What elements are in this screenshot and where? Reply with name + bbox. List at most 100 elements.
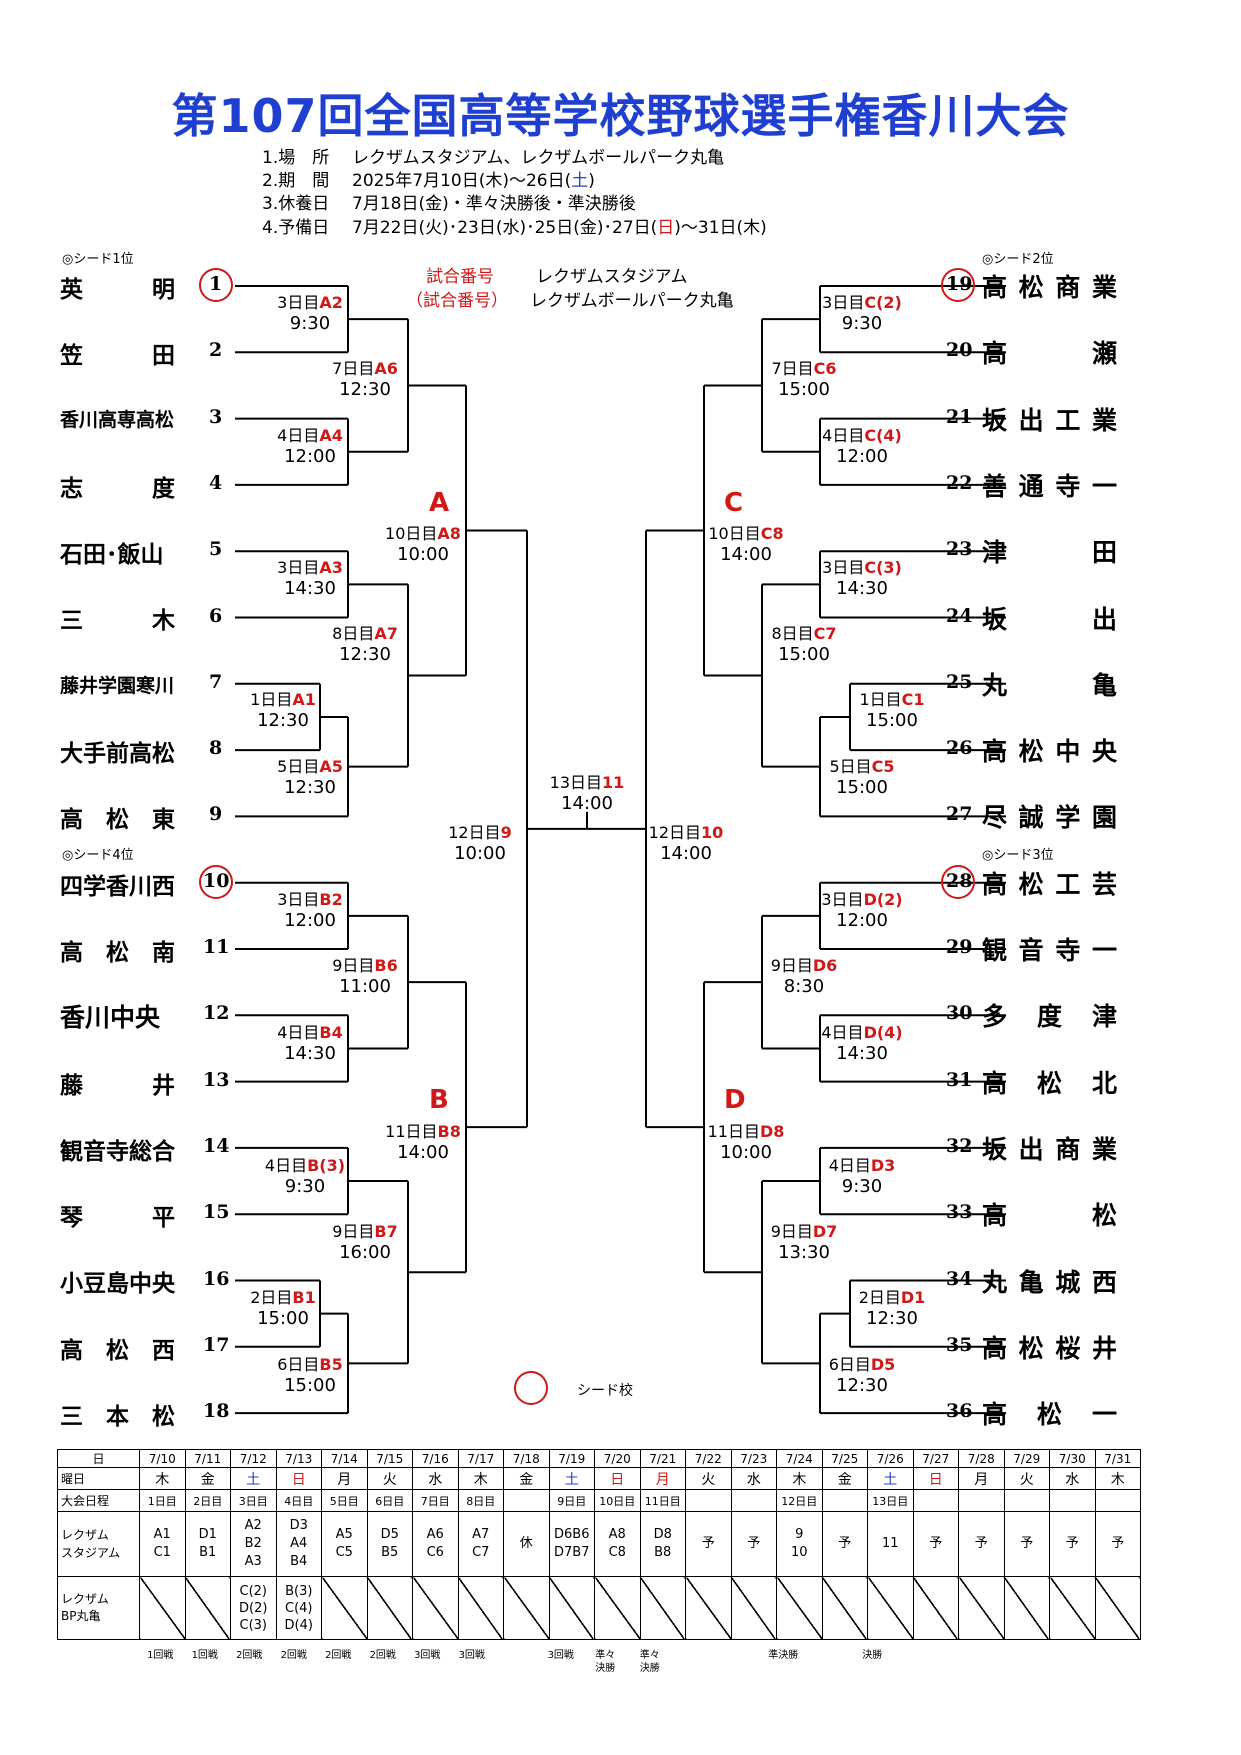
schedule-cell: 7/17 <box>457 1449 504 1468</box>
match-code: D7 <box>812 1222 838 1241</box>
schedule-cell: 7/21 <box>639 1449 686 1468</box>
schedule-cell: 土 <box>230 1467 277 1490</box>
match-code: 10 <box>701 823 724 842</box>
match-code: A4 <box>319 426 343 445</box>
team-name: 笠 田 <box>60 342 175 370</box>
team-name: 観音寺一 <box>982 936 1117 965</box>
match-time: 12:00 <box>836 446 888 467</box>
team-name: 英 明 <box>60 275 175 303</box>
match-day: 4日目 <box>277 1023 320 1042</box>
round-label: 2回戦 <box>369 1650 396 1661</box>
match-code: B4 <box>319 1023 343 1042</box>
match-time: 14:00 <box>660 843 712 864</box>
match-time: 9:30 <box>841 1176 883 1197</box>
schedule-cell: 予 <box>1003 1511 1050 1577</box>
schedule-cell <box>457 1576 504 1640</box>
schedule-cell: 予 <box>730 1511 777 1577</box>
match-day: 2日目 <box>250 1288 293 1307</box>
schedule-cell <box>184 1576 231 1640</box>
schedule-cell: 11 <box>867 1511 914 1577</box>
schedule-cell: 7/30 <box>1049 1449 1096 1468</box>
round-label: 準決勝 <box>768 1650 799 1661</box>
match-code: D5 <box>870 1355 896 1374</box>
schedule-cell: 1日目 <box>139 1489 186 1512</box>
team-number: 9 <box>209 803 223 826</box>
match-day: 4日目 <box>828 1156 871 1175</box>
schedule-cell <box>366 1576 413 1640</box>
team-name: 四学香川西 <box>60 872 175 900</box>
team-number: 15 <box>203 1201 230 1224</box>
schedule-cell <box>1049 1489 1096 1512</box>
team-number: 29 <box>946 936 973 958</box>
team-number: 36 <box>946 1400 973 1423</box>
match-code: C1 <box>901 690 925 709</box>
schedule-cell: 予 <box>685 1511 732 1577</box>
round-label: 準々決勝 <box>639 1650 660 1674</box>
match-day: 11日目 <box>385 1122 438 1141</box>
match-day: 8日目 <box>771 624 814 643</box>
match-code: B5 <box>319 1355 343 1374</box>
match-code: B(3) <box>307 1156 346 1175</box>
seed-circle <box>941 864 975 899</box>
match-code: 9 <box>500 823 512 842</box>
schedule-cell <box>548 1576 595 1640</box>
schedule-cell <box>958 1489 1005 1512</box>
match-time: 12:30 <box>836 1375 888 1396</box>
match-time: 12:00 <box>284 910 336 931</box>
schedule-cell: 金 <box>184 1467 231 1490</box>
match-day: 9日目 <box>332 956 375 975</box>
schedule-cell: 木 <box>776 1467 823 1490</box>
match-time: 15:00 <box>284 1375 336 1396</box>
team-number: 2 <box>209 339 223 362</box>
seed-label-4: ◎シード4位 <box>62 848 134 863</box>
match-C(3): 3日目C(3)14:30 <box>802 557 922 599</box>
schedule-cell: 4日目 <box>275 1489 322 1512</box>
schedule-cell: 7/26 <box>867 1449 914 1468</box>
match-time: 9:30 <box>284 1176 326 1197</box>
block-label-d: D <box>724 1085 746 1115</box>
match-time: 11:00 <box>339 976 391 997</box>
match-code: A3 <box>319 558 343 577</box>
round-label: 2回戦 <box>325 1650 352 1661</box>
schedule-cell: 7/25 <box>821 1449 868 1468</box>
team-number: 30 <box>946 1002 973 1025</box>
match-code: B7 <box>374 1222 398 1241</box>
match-time: 14:30 <box>836 1043 888 1064</box>
match-time: 14:30 <box>836 578 888 599</box>
seed-circle <box>199 268 233 302</box>
match-D(2): 3日目D(2)12:00 <box>802 889 922 931</box>
schedule-cell <box>321 1576 368 1640</box>
team-name: 高松中央 <box>982 737 1117 767</box>
match-code: D3 <box>870 1156 896 1175</box>
team-name: 大手前高松 <box>60 740 175 767</box>
schedule-cell: 日 <box>275 1467 322 1490</box>
schedule-cell: 休 <box>503 1511 550 1577</box>
match-C(4): 4日目C(4)12:00 <box>802 425 922 467</box>
schedule-cell: 7/23 <box>730 1449 777 1468</box>
schedule-cell: 予 <box>1094 1511 1141 1577</box>
match-code: C(3) <box>864 558 902 577</box>
schedule-cell: 予 <box>958 1511 1005 1577</box>
match-day: 8日目 <box>332 624 375 643</box>
match-day: 4日目 <box>277 426 320 445</box>
schedule-cell: 木 <box>139 1467 186 1490</box>
team-number: 23 <box>946 538 973 561</box>
team-name: 高 松 一 <box>982 1400 1117 1430</box>
venue-legend-bp: （試合番号）レクザムボールパーク丸亀 <box>406 291 734 311</box>
match-day: 13日目 <box>549 773 603 792</box>
team-name: 香川中央 <box>60 1002 161 1032</box>
team-name: 三 木 <box>60 607 175 635</box>
match-code: D1 <box>900 1288 926 1307</box>
schedule-cell: 13日目 <box>867 1489 914 1512</box>
